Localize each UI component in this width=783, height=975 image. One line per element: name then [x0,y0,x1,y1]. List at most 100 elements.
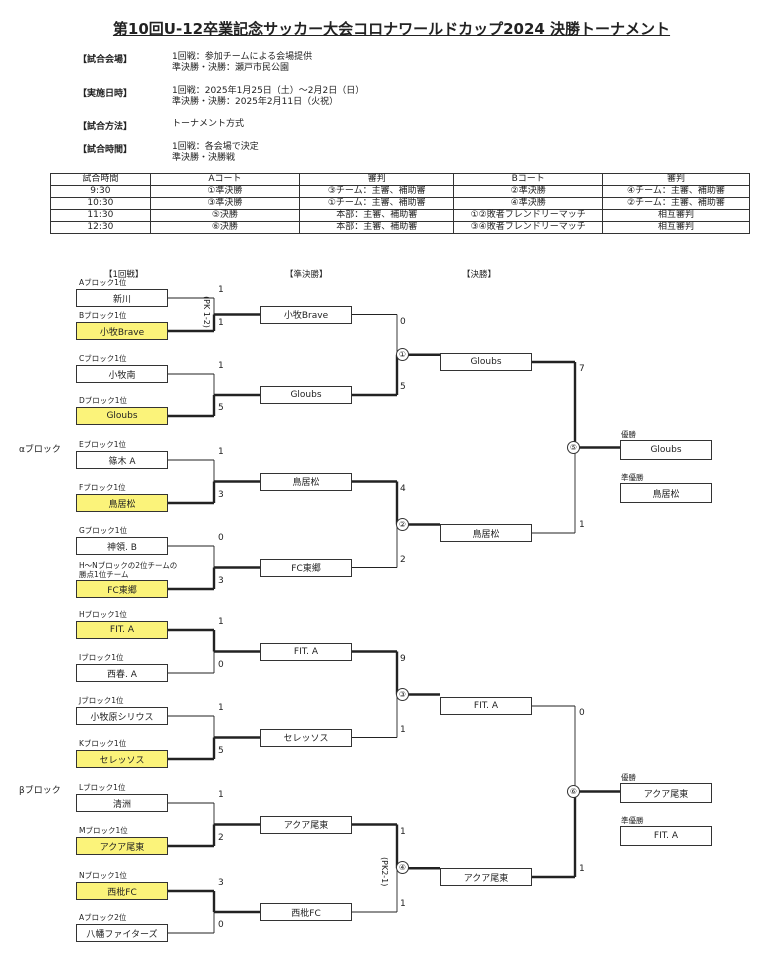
match-score: 0 [579,708,585,718]
team-box: 清洲 [76,794,168,812]
team-box: アクア尾東 [76,837,168,855]
team-box: FIT. A [260,642,352,661]
team-box: FIT. A [440,697,532,715]
match-score: 1 [400,724,406,735]
team-box: セレッソス [260,728,352,747]
info-label: 【試合会場】 [78,55,133,65]
pk-note: (PK 1-2) [202,296,211,328]
match-score: 1 [400,899,406,909]
runner-up-label: 準優勝 [621,473,644,482]
team-box: 小牧原シリウス [76,707,168,725]
champion-box: アクア尾東 [620,783,712,803]
team-box: 八幡ファイターズ [76,924,168,942]
team-box: FC東郷 [260,558,352,577]
team-box: 西春. A [76,664,168,682]
block-label: Dブロック1位 [79,396,128,405]
runner-up-label: 準優勝 [621,816,644,825]
info-value: トーナメント方式 [172,119,245,129]
match-score: 2 [400,554,406,565]
block-label: Hブロック1位 [79,610,127,619]
team-box: セレッソス [76,750,168,768]
schedule-header-row: 試合時間 Aコート 審判 Bコート 審判 [50,173,751,186]
team-box: Gloubs [76,407,168,425]
block-label: Eブロック1位 [79,440,127,449]
block-label: Lブロック1位 [79,783,126,792]
match-score: 1 [218,361,224,371]
champion-label: 優勝 [621,430,636,439]
block-label: Fブロック1位 [79,483,126,492]
team-box: Gloubs [440,353,532,371]
match-score: 5 [218,403,224,413]
match-score: 3 [218,878,224,888]
team-box: FC東郷 [76,580,168,598]
block-label: Cブロック1位 [79,354,127,363]
match-number: ② [396,517,409,531]
info-label: 【実施日時】 [78,89,133,99]
team-box: FIT. A [76,621,168,639]
match-score: 0 [400,316,406,327]
runner-up-box: FIT. A [620,826,712,846]
match-number: ⑤ [567,440,580,454]
block-label: Jブロック1位 [79,696,124,705]
block-label: Aブロック1位 [79,278,127,287]
beta-block-label: βブロック [19,786,61,796]
block-label: Gブロック1位 [79,526,128,535]
match-score: 3 [218,576,224,586]
final-header: 【決勝】 [462,270,497,280]
team-box: 鳥居松 [260,472,352,491]
block-label: Nブロック1位 [79,871,127,880]
match-score: 1 [218,447,224,457]
round1-header: 【1回戦】 [104,270,144,280]
semifinal-header: 【準決勝】 [285,270,328,280]
match-score: 1 [218,285,224,295]
match-score: 5 [400,382,406,392]
match-score: 0 [218,533,224,543]
block-label: H～Nブロックの2位チームの 勝点1位チーム [79,561,178,579]
match-score: 2 [218,833,224,843]
match-number: ④ [396,861,409,875]
match-score: 1 [579,520,585,530]
champion-box: Gloubs [620,440,712,460]
team-box: アクア尾東 [260,815,352,834]
block-label: Iブロック1位 [79,653,124,662]
info-value: 1回戦：参加チームによる会場提供 準決勝・決勝：瀬戸市民公園 [172,52,313,73]
match-number: ① [396,347,409,361]
team-box: 篠木 A [76,451,168,469]
block-label: Aブロック2位 [79,913,127,922]
info-value: 1回戦：2025年1月25日（土）～2月2日（日） 準決勝・決勝：2025年2月… [172,86,365,107]
team-box: 神領. B [76,537,168,555]
alpha-block-label: αブロック [19,445,61,455]
team-box: 鳥居松 [76,494,168,512]
match-score: 9 [400,653,406,664]
schedule-cell: ⑥決勝 [149,221,301,234]
pk-note: (PK2-1) [380,857,389,887]
runner-up-box: 鳥居松 [620,483,712,503]
team-box: Gloubs [260,386,352,404]
team-box: アクア尾東 [440,868,532,886]
match-score: 4 [400,483,406,494]
team-box: 西枇FC [76,882,168,900]
team-box: 西枇FC [260,903,352,921]
team-box: 鳥居松 [440,524,532,542]
page-title: 第10回U-12卒業記念サッカー大会コロナワールドカップ2024 決勝トーナメン… [112,20,671,38]
block-label: Bブロック1位 [79,311,127,320]
match-number: ③ [396,687,409,701]
match-number: ⑥ [567,784,580,798]
info-value: 1回戦：各会場で決定 準決勝・決勝戦 [172,142,259,163]
match-score: 1 [218,617,224,627]
team-box: 新川 [76,289,168,307]
schedule-cell: 相互審判 [601,221,751,234]
match-score: 1 [218,318,224,328]
match-score: 5 [218,746,224,756]
match-score: 7 [579,364,585,374]
team-box: 小牧南 [76,365,168,383]
schedule-cell: ③④敗者フレンドリーマッチ [453,221,603,234]
info-label: 【試合方法】 [78,122,133,132]
match-score: 0 [218,920,224,930]
match-score: 3 [218,490,224,500]
